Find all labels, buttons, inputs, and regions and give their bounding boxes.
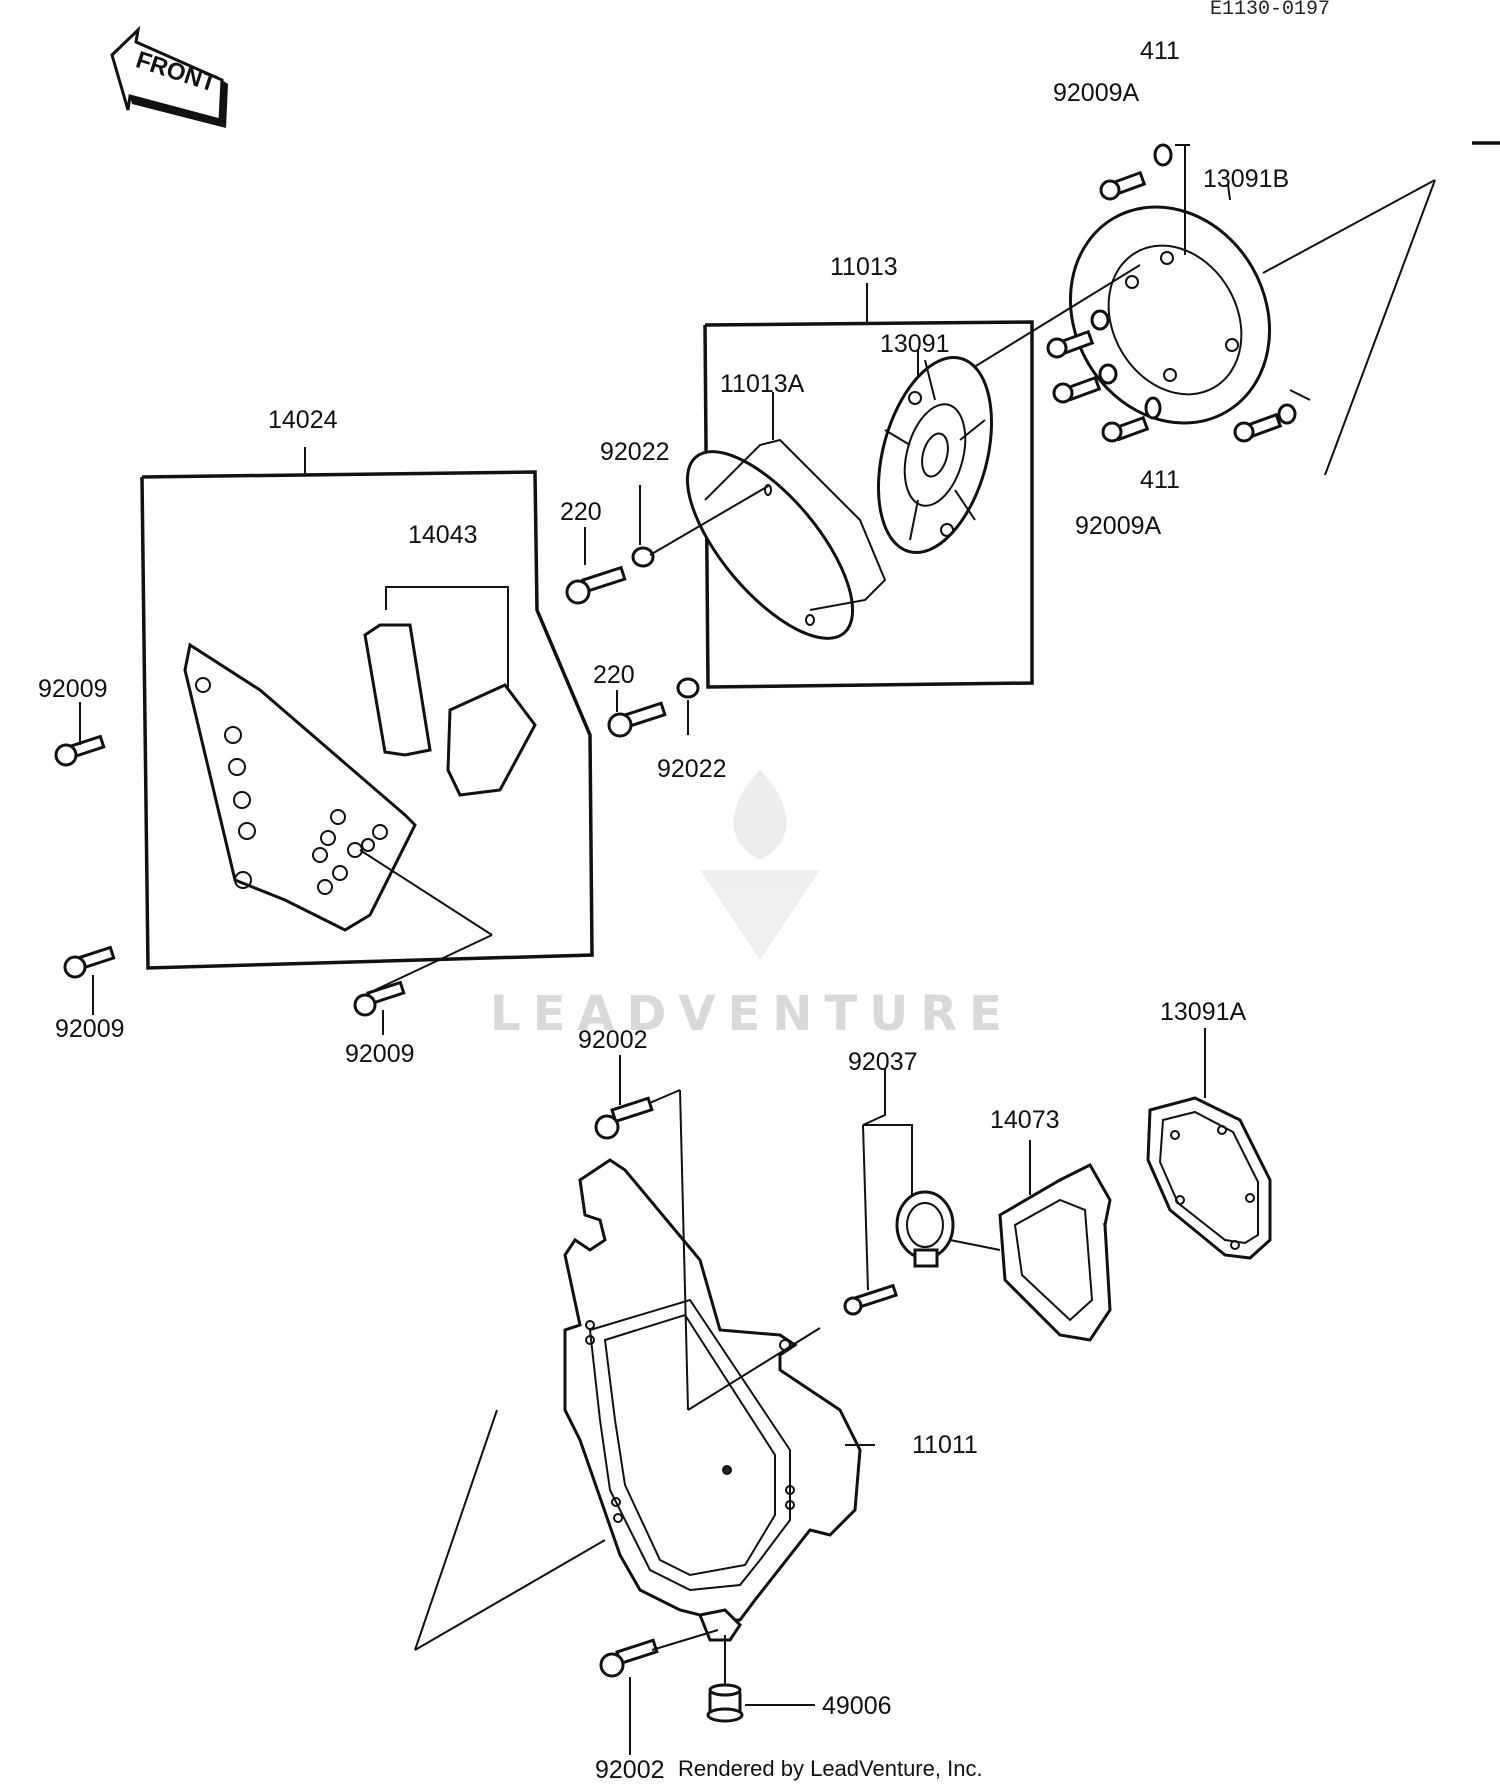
label-92002-bottom: 92002: [595, 1756, 665, 1784]
watermark-logo: [700, 770, 820, 960]
watermark-text: LEADVENTURE: [490, 986, 1014, 1042]
backing-plate-13091b: [1068, 205, 1272, 425]
label-14024: 14024: [268, 406, 338, 434]
label-92009-lower-left: 92009: [55, 1015, 125, 1043]
label-92022-mid: 92022: [657, 755, 727, 783]
air-cleaner-housing-11011: [563, 1158, 862, 1642]
bolt-92002-bottom: [599, 1638, 659, 1678]
gasket-13091a: [1146, 1096, 1272, 1260]
bolt-92009-left: [54, 734, 106, 767]
label-411-top: 411: [1140, 37, 1180, 65]
footer-credit: Rendered by LeadVenture, Inc.: [678, 1756, 983, 1781]
label-92009-center: 92009: [345, 1040, 415, 1068]
washer-92022-mid: [676, 677, 700, 699]
clamp-92037: [895, 1190, 955, 1268]
label-49006: 49006: [822, 1692, 892, 1720]
label-11011: 11011: [912, 1431, 978, 1459]
label-92022-top: 92022: [600, 438, 670, 466]
label-92009-left: 92009: [38, 675, 108, 703]
box-11013: [703, 320, 1034, 689]
label-14043: 14043: [408, 521, 478, 549]
label-13091b: 13091B: [1203, 165, 1289, 193]
duct-14073: [998, 1163, 1112, 1342]
pad-14043-b: [446, 683, 537, 797]
front-arrow-icon: FRONT: [110, 25, 228, 128]
label-92002-top: 92002: [578, 1026, 648, 1054]
bolt-group-top-right: [1046, 143, 1297, 443]
label-13091a: 13091A: [1160, 998, 1247, 1026]
air-filter-11013a: [685, 438, 887, 640]
grommet-49006: [706, 1683, 744, 1723]
label-92009a-bottom: 92009A: [1075, 512, 1162, 540]
label-11013a: 11013A: [720, 370, 805, 398]
element-holder-13091: [876, 355, 994, 555]
label-220-top: 220: [560, 498, 602, 526]
bolt-220-top: [565, 565, 627, 605]
label-92037: 92037: [848, 1048, 918, 1076]
screw-92037: [843, 1283, 899, 1316]
label-11013: 11013: [830, 253, 898, 281]
label-13091: 13091: [880, 330, 950, 358]
label-92009a-top: 92009A: [1053, 79, 1140, 107]
bolt-92009-center: [353, 980, 406, 1017]
box-14024: [140, 470, 594, 970]
pad-14043-a: [363, 623, 432, 757]
diagram-code: E1130-0197: [1210, 0, 1330, 21]
bolt-92002-top: [594, 1096, 654, 1140]
washer-92022-top: [631, 546, 655, 568]
bolt-220-mid: [607, 701, 667, 738]
bolt-92009-lower-left: [63, 945, 116, 979]
label-220-mid: 220: [593, 661, 635, 689]
side-plate: [183, 642, 417, 932]
label-411-bottom: 411: [1140, 466, 1180, 494]
label-14073: 14073: [990, 1106, 1060, 1134]
